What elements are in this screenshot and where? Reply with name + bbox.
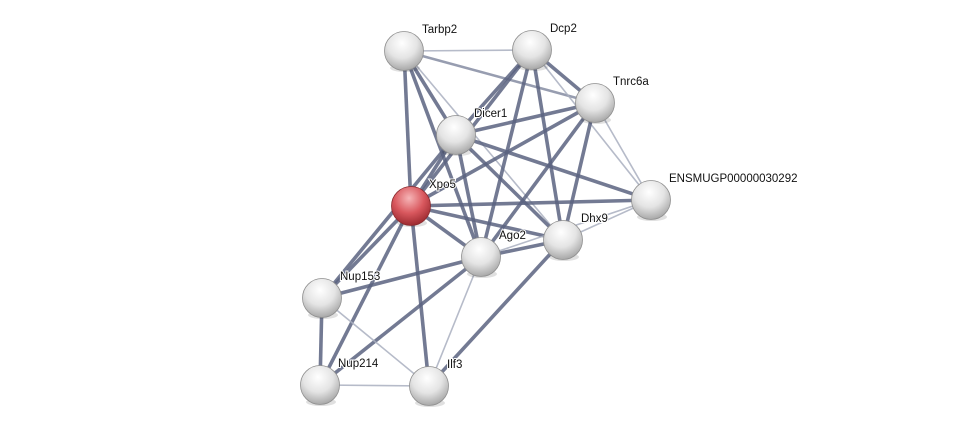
edge-tnrc6a-ago2[interactable] — [479, 101, 597, 259]
node-label: Ago2 — [499, 230, 526, 242]
edge-xpo5-nup153[interactable] — [320, 204, 413, 300]
edge-xpo5-nup214[interactable] — [318, 205, 413, 386]
edge-ago2-nup214[interactable] — [318, 255, 483, 387]
node-ensmugp00000030292[interactable]: ENSMUGP00000030292 — [631, 172, 799, 221]
node-label: Dhx9 — [581, 213, 608, 225]
edge-tnrc6a-dicer1[interactable] — [455, 101, 596, 137]
node-label: ENSMUGP00000030292 — [669, 173, 798, 185]
edge-dicer1-ago2[interactable] — [454, 134, 483, 258]
edge-dhx9-ilf3[interactable] — [427, 238, 565, 388]
node-label: Nup153 — [340, 271, 380, 283]
edge-ago2-ilf3[interactable] — [428, 256, 482, 387]
node-sphere[interactable] — [512, 30, 552, 70]
node-sphere[interactable] — [436, 115, 476, 155]
node-ago2[interactable]: Ago2 — [461, 229, 527, 278]
edge-tarbp2-dcp2[interactable] — [403, 49, 533, 52]
node-label: Dicer1 — [474, 108, 507, 120]
node-label: Tnrc6a — [613, 76, 649, 88]
edges-layer — [318, 48, 652, 388]
node-sphere[interactable] — [384, 31, 424, 71]
node-label: Tarbp2 — [422, 24, 457, 36]
node-label: Xpo5 — [429, 179, 456, 191]
edge-tarbp2-tnrc6a[interactable] — [403, 49, 596, 105]
edge-xpo5-dhx9[interactable] — [410, 204, 564, 242]
node-sphere[interactable] — [575, 83, 615, 123]
edge-nup153-ilf3[interactable] — [321, 297, 430, 387]
node-sphere[interactable] — [631, 180, 671, 220]
node-label: Dcp2 — [550, 23, 577, 35]
edge-dicer1-ensmugp00000030292[interactable] — [455, 133, 652, 202]
edge-dicer1-dhx9[interactable] — [454, 133, 565, 242]
edge-xpo5-ensmugp00000030292[interactable] — [410, 198, 652, 208]
nodes-layer: Tarbp2 Dcp2Tnrc6aDicer1ENSMUGP00000030292… — [300, 22, 799, 407]
node-sphere[interactable] — [300, 365, 340, 405]
node-ilf3[interactable]: Ilf3 — [409, 358, 463, 407]
node-xpo5[interactable]: Xpo5 — [391, 178, 457, 227]
node-dcp2[interactable]: Dcp2 — [512, 22, 578, 71]
node-dhx9[interactable]: Dhx9 — [543, 212, 609, 261]
edge-dicer1-nup153[interactable] — [320, 133, 458, 300]
node-sphere[interactable] — [302, 278, 342, 318]
edge-tnrc6a-dhx9[interactable] — [561, 102, 597, 241]
edge-dcp2-dhx9[interactable] — [530, 49, 565, 241]
node-sphere[interactable] — [461, 237, 501, 277]
node-sphere[interactable] — [409, 366, 449, 406]
node-tnrc6a[interactable]: Tnrc6a — [575, 75, 650, 124]
node-nup214[interactable]: Nup214 — [300, 357, 380, 406]
node-nup153[interactable]: Nup153 — [302, 270, 381, 319]
node-sphere[interactable] — [543, 220, 583, 260]
node-dicer1[interactable]: Dicer1 — [436, 107, 508, 156]
edge-ago2-nup153[interactable] — [321, 255, 482, 300]
node-sphere[interactable] — [391, 186, 431, 226]
node-tarbp2[interactable]: Tarbp2 — [384, 23, 458, 72]
edge-tnrc6a-xpo5[interactable] — [410, 101, 596, 208]
node-label: Nup214 — [338, 358, 379, 370]
edge-tarbp2-xpo5[interactable] — [402, 50, 413, 207]
node-label: Ilf3 — [447, 359, 462, 371]
edge-xpo5-ilf3[interactable] — [409, 205, 431, 387]
